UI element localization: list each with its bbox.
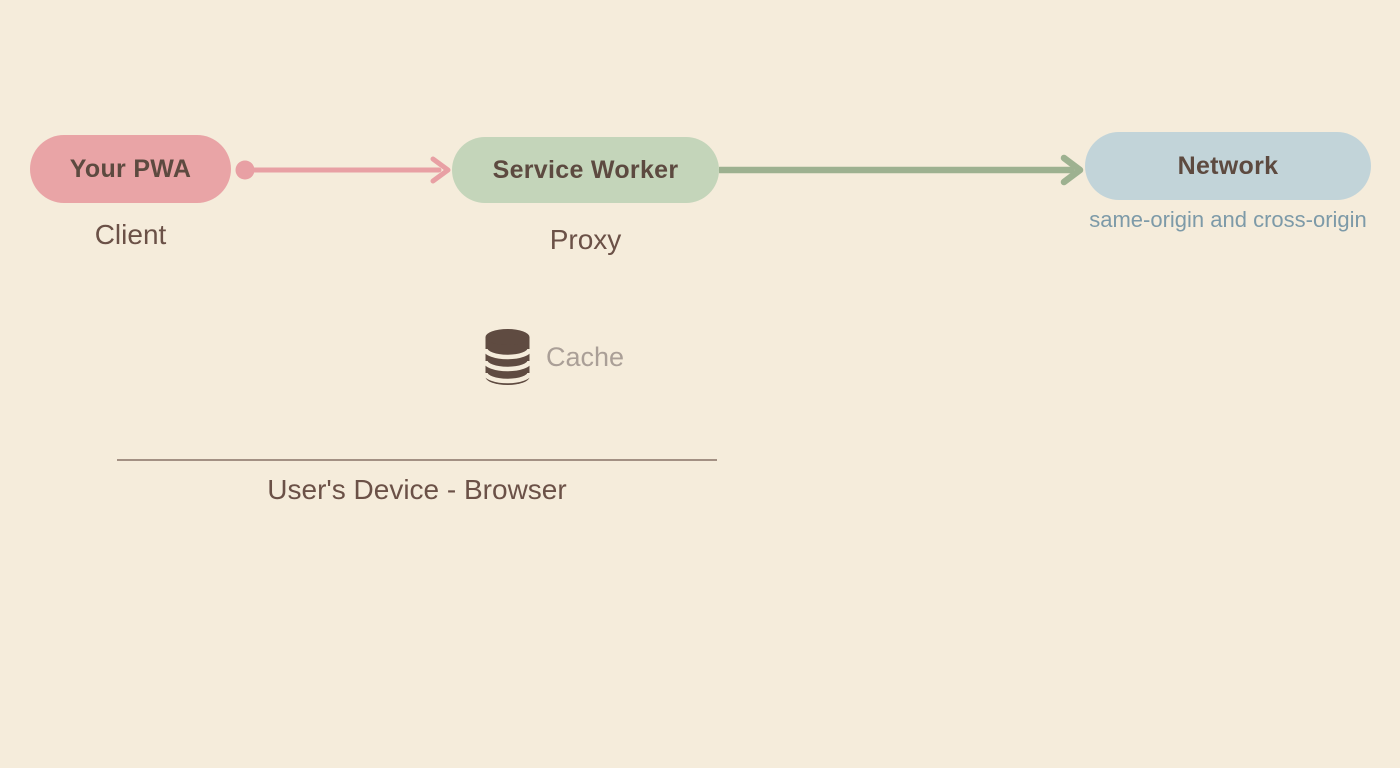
node-your-pwa-sublabel: Client — [94, 219, 167, 250]
node-your-pwa: Your PWA — [30, 135, 231, 203]
arrow-service-worker-to-network — [719, 154, 1084, 186]
database-icon — [483, 329, 532, 385]
arrowhead-icon — [1060, 154, 1084, 186]
arrowhead-icon — [430, 156, 451, 184]
node-network: Network — [1085, 132, 1371, 200]
arrow-origin-dot — [235, 160, 255, 180]
device-boundary-line — [117, 459, 717, 461]
node-network-label: Network — [1177, 151, 1279, 180]
node-service-worker-label: Service Worker — [492, 155, 679, 184]
arrow-pwa-to-service-worker — [235, 156, 451, 184]
node-service-worker: Service Worker — [452, 137, 719, 203]
node-network-sublabel: same-origin and cross-origin — [1089, 207, 1367, 232]
cache-label: Cache — [546, 341, 625, 372]
device-boundary-label: User's Device - Browser — [267, 474, 567, 505]
node-service-worker-sublabel: Proxy — [549, 224, 622, 255]
node-your-pwa-label: Your PWA — [69, 154, 192, 183]
cache-group: Cache — [483, 328, 624, 386]
